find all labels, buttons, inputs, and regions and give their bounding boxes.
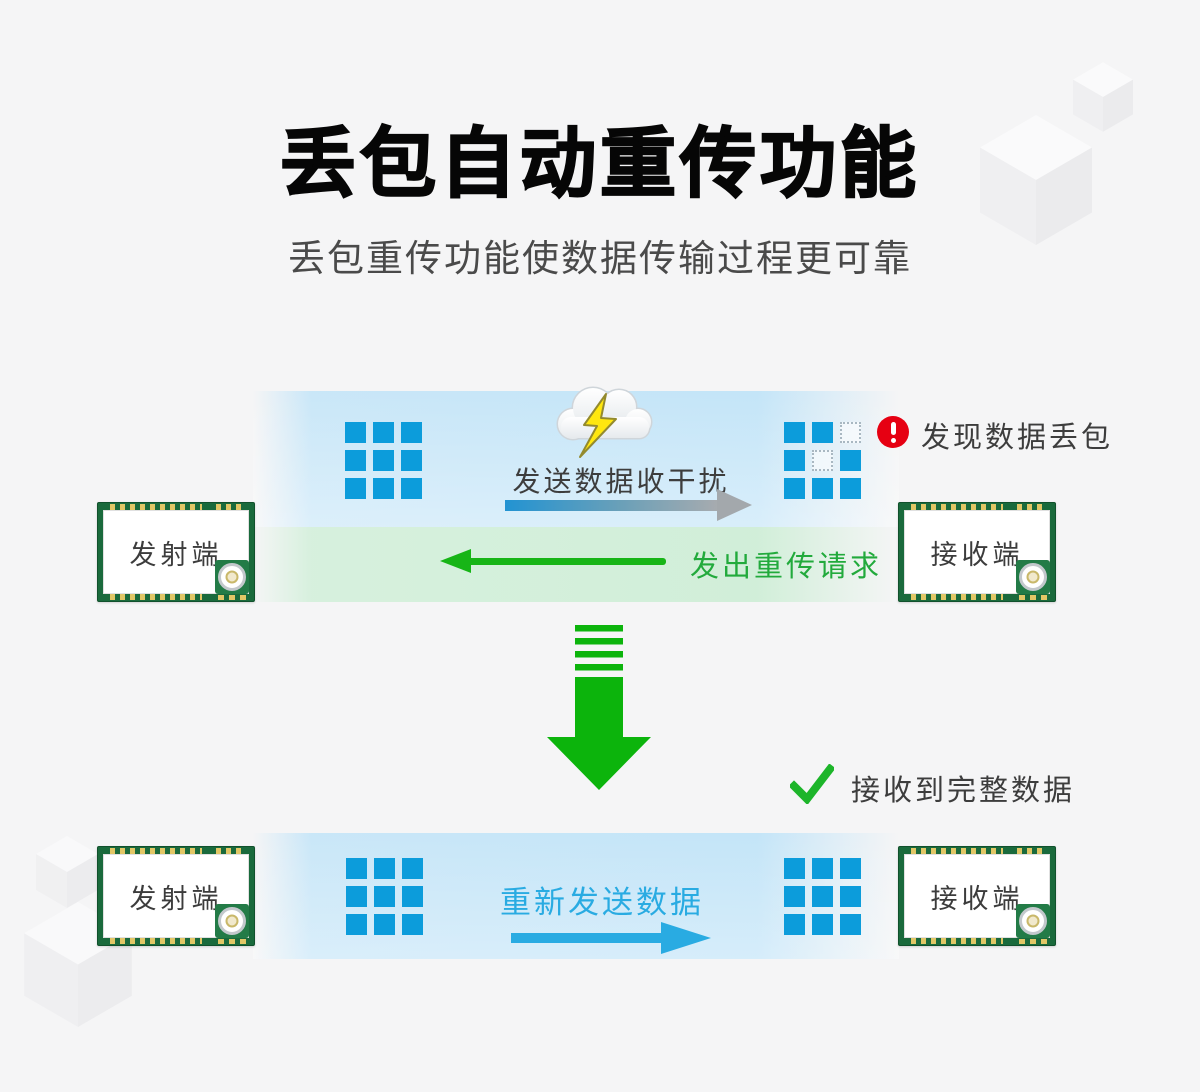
lost-packet-cell (812, 450, 833, 471)
module-pins (911, 848, 1003, 854)
module-pins (110, 594, 202, 600)
interference-label: 发送数据收干扰 (512, 466, 730, 497)
exclamation-circle-icon (877, 416, 909, 448)
packet-cell (402, 886, 423, 907)
packet-cell (346, 914, 367, 935)
packet-cell (401, 422, 422, 443)
packet-cell (840, 886, 861, 907)
module-transmitter-top: 发射端 (97, 502, 255, 602)
retransmit-request-arrow (468, 558, 666, 565)
retransmit-request-arrowhead (440, 549, 471, 573)
interfered-send-arrow (505, 500, 718, 511)
complete-data-label: 接收到完整数据 (851, 775, 1076, 807)
packet-cell (784, 478, 805, 499)
packet-cell (374, 886, 395, 907)
packet-cell (784, 450, 805, 471)
packet-cell (784, 886, 805, 907)
lost-packet-cell (840, 422, 861, 443)
antenna-connector-icon (215, 904, 249, 938)
packet-cell (784, 858, 805, 879)
module-receiver-top: 接收端 (898, 502, 1056, 602)
packet-cell (784, 422, 805, 443)
receiver-label: 接收端 (930, 539, 1024, 570)
page-title: 丢包自动重传功能 (279, 121, 920, 208)
module-pins (110, 504, 202, 510)
packet-cell (784, 914, 805, 935)
packet-cell (812, 422, 833, 443)
packet-cell (346, 858, 367, 879)
packet-cell (345, 422, 366, 443)
module-pins (1019, 939, 1047, 944)
packets-resent-grid (346, 858, 423, 935)
transmitter-label: 发射端 (129, 539, 223, 570)
big-down-arrow-icon (547, 625, 651, 790)
packet-cell (401, 478, 422, 499)
packet-cell (374, 858, 395, 879)
packet-cell (840, 478, 861, 499)
antenna-connector-icon (1016, 904, 1050, 938)
module-pins (218, 939, 246, 944)
retransmit-request-label: 发出重传请求 (690, 551, 883, 583)
packet-cell (374, 914, 395, 935)
packet-cell (812, 914, 833, 935)
packets-received-complete-grid (784, 858, 861, 935)
packet-cell (373, 450, 394, 471)
module-pins (911, 594, 1003, 600)
resend-data-label: 重新发送数据 (500, 885, 704, 920)
packet-cell (345, 478, 366, 499)
storm-cloud-lightning-icon (556, 386, 653, 458)
decor-cube-icon (1073, 62, 1133, 132)
packet-cell (373, 478, 394, 499)
interfered-send-arrowhead (717, 489, 752, 521)
packet-cell (840, 450, 861, 471)
packet-cell (373, 422, 394, 443)
receiver-label: 接收端 (930, 883, 1024, 914)
page-subtitle: 丢包重传功能使数据传输过程更可靠 (288, 238, 912, 279)
module-pins (110, 938, 202, 944)
antenna-connector-icon (215, 560, 249, 594)
module-pins (1017, 848, 1047, 854)
module-pins (216, 504, 246, 510)
module-pins (911, 504, 1003, 510)
packet-cell (812, 858, 833, 879)
module-pins (1019, 595, 1047, 600)
antenna-connector-icon (1016, 560, 1050, 594)
module-transmitter-bottom: 发射端 (97, 846, 255, 946)
loss-detected-label: 发现数据丢包 (921, 422, 1114, 454)
packet-cell (346, 886, 367, 907)
checkmark-icon (790, 764, 834, 804)
module-pins (216, 848, 246, 854)
decor-cube-icon (36, 836, 98, 908)
packet-cell (401, 450, 422, 471)
packet-cell (402, 914, 423, 935)
transmitter-label: 发射端 (129, 883, 223, 914)
module-pins (911, 938, 1003, 944)
module-pins (1017, 504, 1047, 510)
resend-arrowhead (661, 922, 711, 954)
packet-cell (840, 914, 861, 935)
packet-cell (840, 858, 861, 879)
packet-cell (402, 858, 423, 879)
packets-sent-grid (345, 422, 422, 499)
module-pins (110, 848, 202, 854)
decor-cube-icon (980, 115, 1092, 245)
module-pins (218, 595, 246, 600)
packet-cell (812, 886, 833, 907)
resend-arrow (511, 933, 662, 943)
packets-received-loss-grid (784, 422, 861, 499)
packet-cell (345, 450, 366, 471)
packet-cell (812, 478, 833, 499)
module-receiver-bottom: 接收端 (898, 846, 1056, 946)
